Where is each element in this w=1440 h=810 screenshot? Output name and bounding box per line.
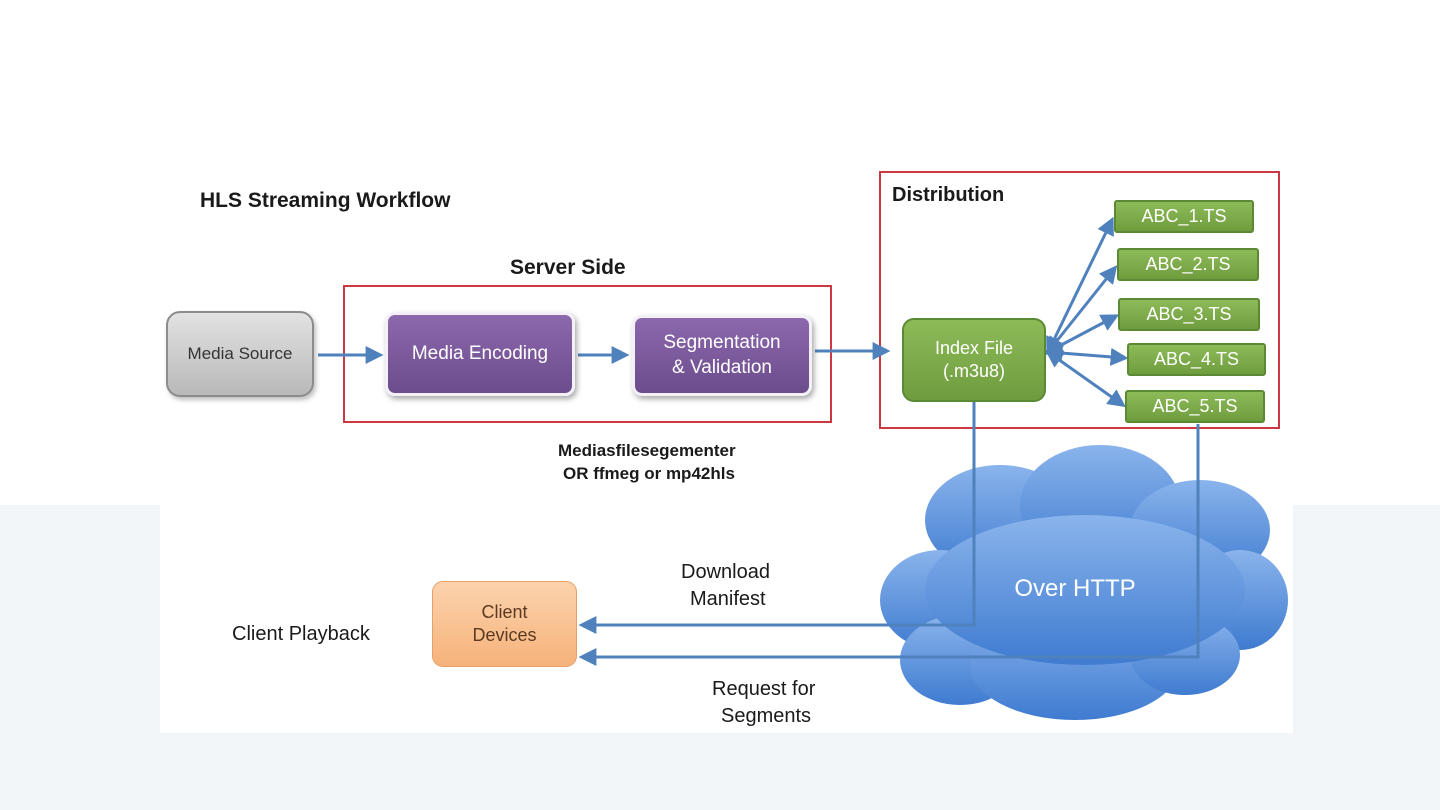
manifest-label: Manifest bbox=[690, 588, 766, 610]
client-playback-label: Client Playback bbox=[232, 623, 370, 645]
media-source-node: Media Source bbox=[166, 311, 314, 397]
client-devices-node: Client Devices bbox=[432, 581, 577, 667]
tools-label-line1: Mediasfilesegementer bbox=[558, 441, 736, 460]
index-file-ext-label: (.m3u8) bbox=[942, 361, 1005, 381]
server-side-title: Server Side bbox=[510, 256, 626, 279]
client-label: Client bbox=[481, 601, 528, 622]
segmentation-validation-node: Segmentation & Validation bbox=[632, 315, 812, 396]
download-label: Download bbox=[681, 561, 770, 583]
media-encoding-node: Media Encoding bbox=[385, 312, 575, 396]
segment-abc-4: ABC_4.TS bbox=[1127, 343, 1266, 376]
segment-abc-3: ABC_3.TS bbox=[1118, 298, 1260, 331]
download-manifest-path bbox=[578, 402, 976, 634]
validation-label: & Validation bbox=[672, 356, 772, 378]
media-source-label: Media Source bbox=[187, 343, 293, 363]
over-http-label: Over HTTP bbox=[1014, 575, 1136, 602]
tools-label-line2: OR ffmeg or mp42hls bbox=[563, 464, 735, 483]
media-encoding-label: Media Encoding bbox=[411, 342, 549, 364]
index-file-label: Index File bbox=[934, 337, 1014, 358]
segments-label: Segments bbox=[721, 705, 812, 727]
segment-abc-2: ABC_2.TS bbox=[1117, 248, 1259, 281]
segment-abc-1: ABC_1.TS bbox=[1114, 200, 1254, 233]
distribution-frame bbox=[879, 171, 1280, 429]
segment-abc-5: ABC_5.TS bbox=[1125, 390, 1265, 423]
request-segments-path bbox=[578, 424, 1200, 666]
devices-label: Devices bbox=[472, 625, 537, 645]
segmentation-label: Segmentation bbox=[663, 331, 781, 353]
distribution-title: Distribution bbox=[892, 184, 1005, 206]
index-file-node: Index File (.m3u8) bbox=[902, 318, 1046, 402]
arrow-index-to-abc5 bbox=[1045, 349, 1126, 408]
diagram-title: HLS Streaming Workflow bbox=[200, 189, 451, 212]
arrow-index-to-abc4 bbox=[1044, 344, 1129, 366]
request-for-label: Request for bbox=[712, 678, 816, 700]
